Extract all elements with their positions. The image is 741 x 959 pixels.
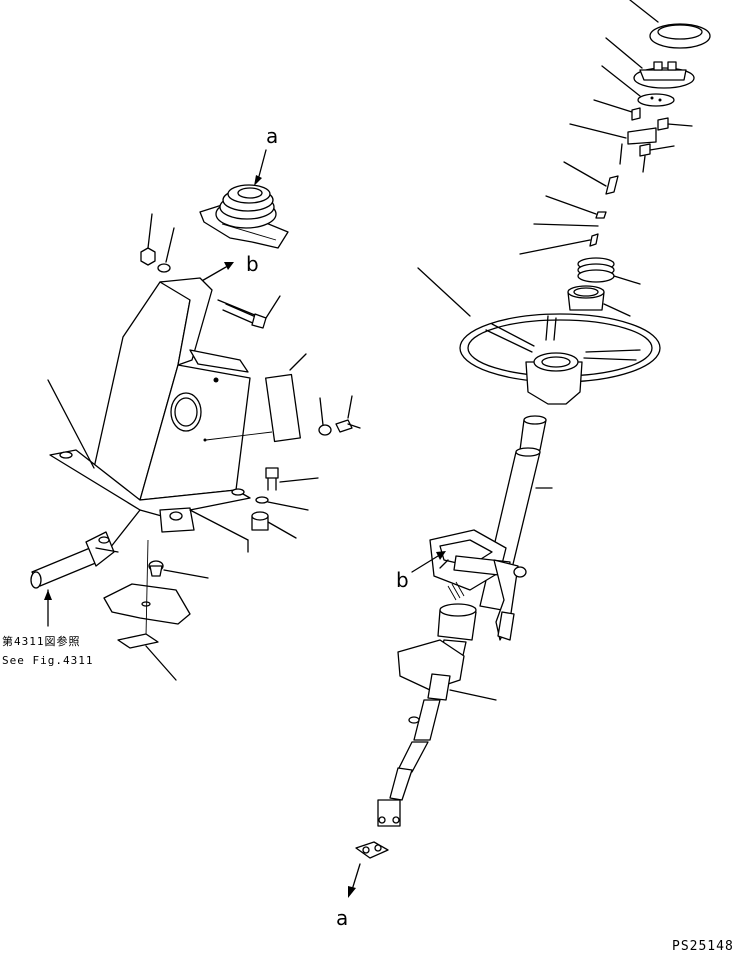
horn-plate bbox=[601, 65, 675, 107]
nut-washer-top bbox=[140, 213, 175, 273]
horn-cap bbox=[629, 0, 711, 49]
steering-boot bbox=[199, 184, 289, 249]
lower-shaft bbox=[377, 699, 441, 827]
wheel-bushing bbox=[567, 285, 631, 317]
screw-washer-right bbox=[318, 395, 361, 436]
arrow-a-top bbox=[254, 149, 267, 186]
base-flange bbox=[47, 379, 251, 553]
steering-wheel bbox=[417, 267, 661, 405]
bolt-housing-top bbox=[222, 295, 281, 329]
intermediate-shaft bbox=[30, 531, 119, 627]
label-a-top: a bbox=[266, 124, 279, 148]
clamp-bolt bbox=[355, 841, 389, 859]
tilt-bracket bbox=[429, 529, 527, 641]
arrow-a-bottom bbox=[348, 863, 361, 898]
cancel-spring bbox=[577, 257, 641, 285]
label-b-right: b bbox=[396, 568, 409, 592]
arrow-b-left bbox=[199, 262, 234, 283]
horn-small-parts bbox=[519, 99, 693, 255]
reference-japanese: 第4311図参照 bbox=[2, 635, 81, 648]
arrow-b-right bbox=[411, 551, 446, 573]
reference-english: See Fig.4311 bbox=[2, 654, 94, 667]
horn-contact bbox=[605, 37, 695, 89]
floor-seal bbox=[103, 539, 209, 681]
name-plate bbox=[205, 353, 307, 443]
drawing-code: PS25148 bbox=[672, 939, 734, 954]
bolt-spacer-lower bbox=[251, 467, 319, 539]
column-lower bbox=[397, 603, 497, 701]
column-housing bbox=[93, 277, 263, 501]
label-a-bottom: a bbox=[336, 906, 349, 930]
label-b-left: b bbox=[246, 252, 259, 276]
